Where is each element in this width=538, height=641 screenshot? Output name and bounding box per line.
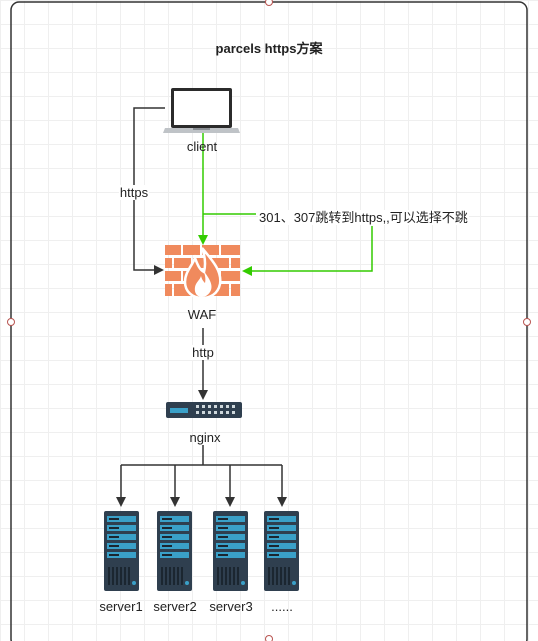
node-label-server1: server1 xyxy=(99,599,143,614)
laptop-icon[interactable] xyxy=(163,88,240,133)
frame-handle-bottom[interactable] xyxy=(265,635,273,641)
edges-nginx-servers[interactable] xyxy=(116,445,287,507)
node-label-more-servers: ...... xyxy=(271,599,293,614)
frame-handle-left[interactable] xyxy=(7,318,15,326)
server-icon[interactable] xyxy=(104,511,139,591)
node-label-server2: server2 xyxy=(153,599,197,614)
server-icon[interactable] xyxy=(157,511,192,591)
node-label-server3: server3 xyxy=(209,599,253,614)
edge-redirect-return[interactable] xyxy=(242,226,373,276)
edge-label-redirect: 301、307跳转到https,,可以选择不跳 xyxy=(258,210,469,225)
edge-label-http: http xyxy=(191,345,215,360)
switch-icon[interactable] xyxy=(166,402,242,418)
frame-handle-top[interactable] xyxy=(265,0,273,6)
node-label-waf: WAF xyxy=(187,307,217,322)
edge-label-https: https xyxy=(118,185,150,200)
node-label-client: client xyxy=(186,139,218,154)
node-label-nginx: nginx xyxy=(189,430,221,445)
server-icon[interactable] xyxy=(213,511,248,591)
server-icon[interactable] xyxy=(264,511,299,591)
frame-handle-right[interactable] xyxy=(523,318,531,326)
firewall-icon[interactable] xyxy=(165,245,240,300)
diagram-title: parcels https方案 xyxy=(215,41,323,56)
